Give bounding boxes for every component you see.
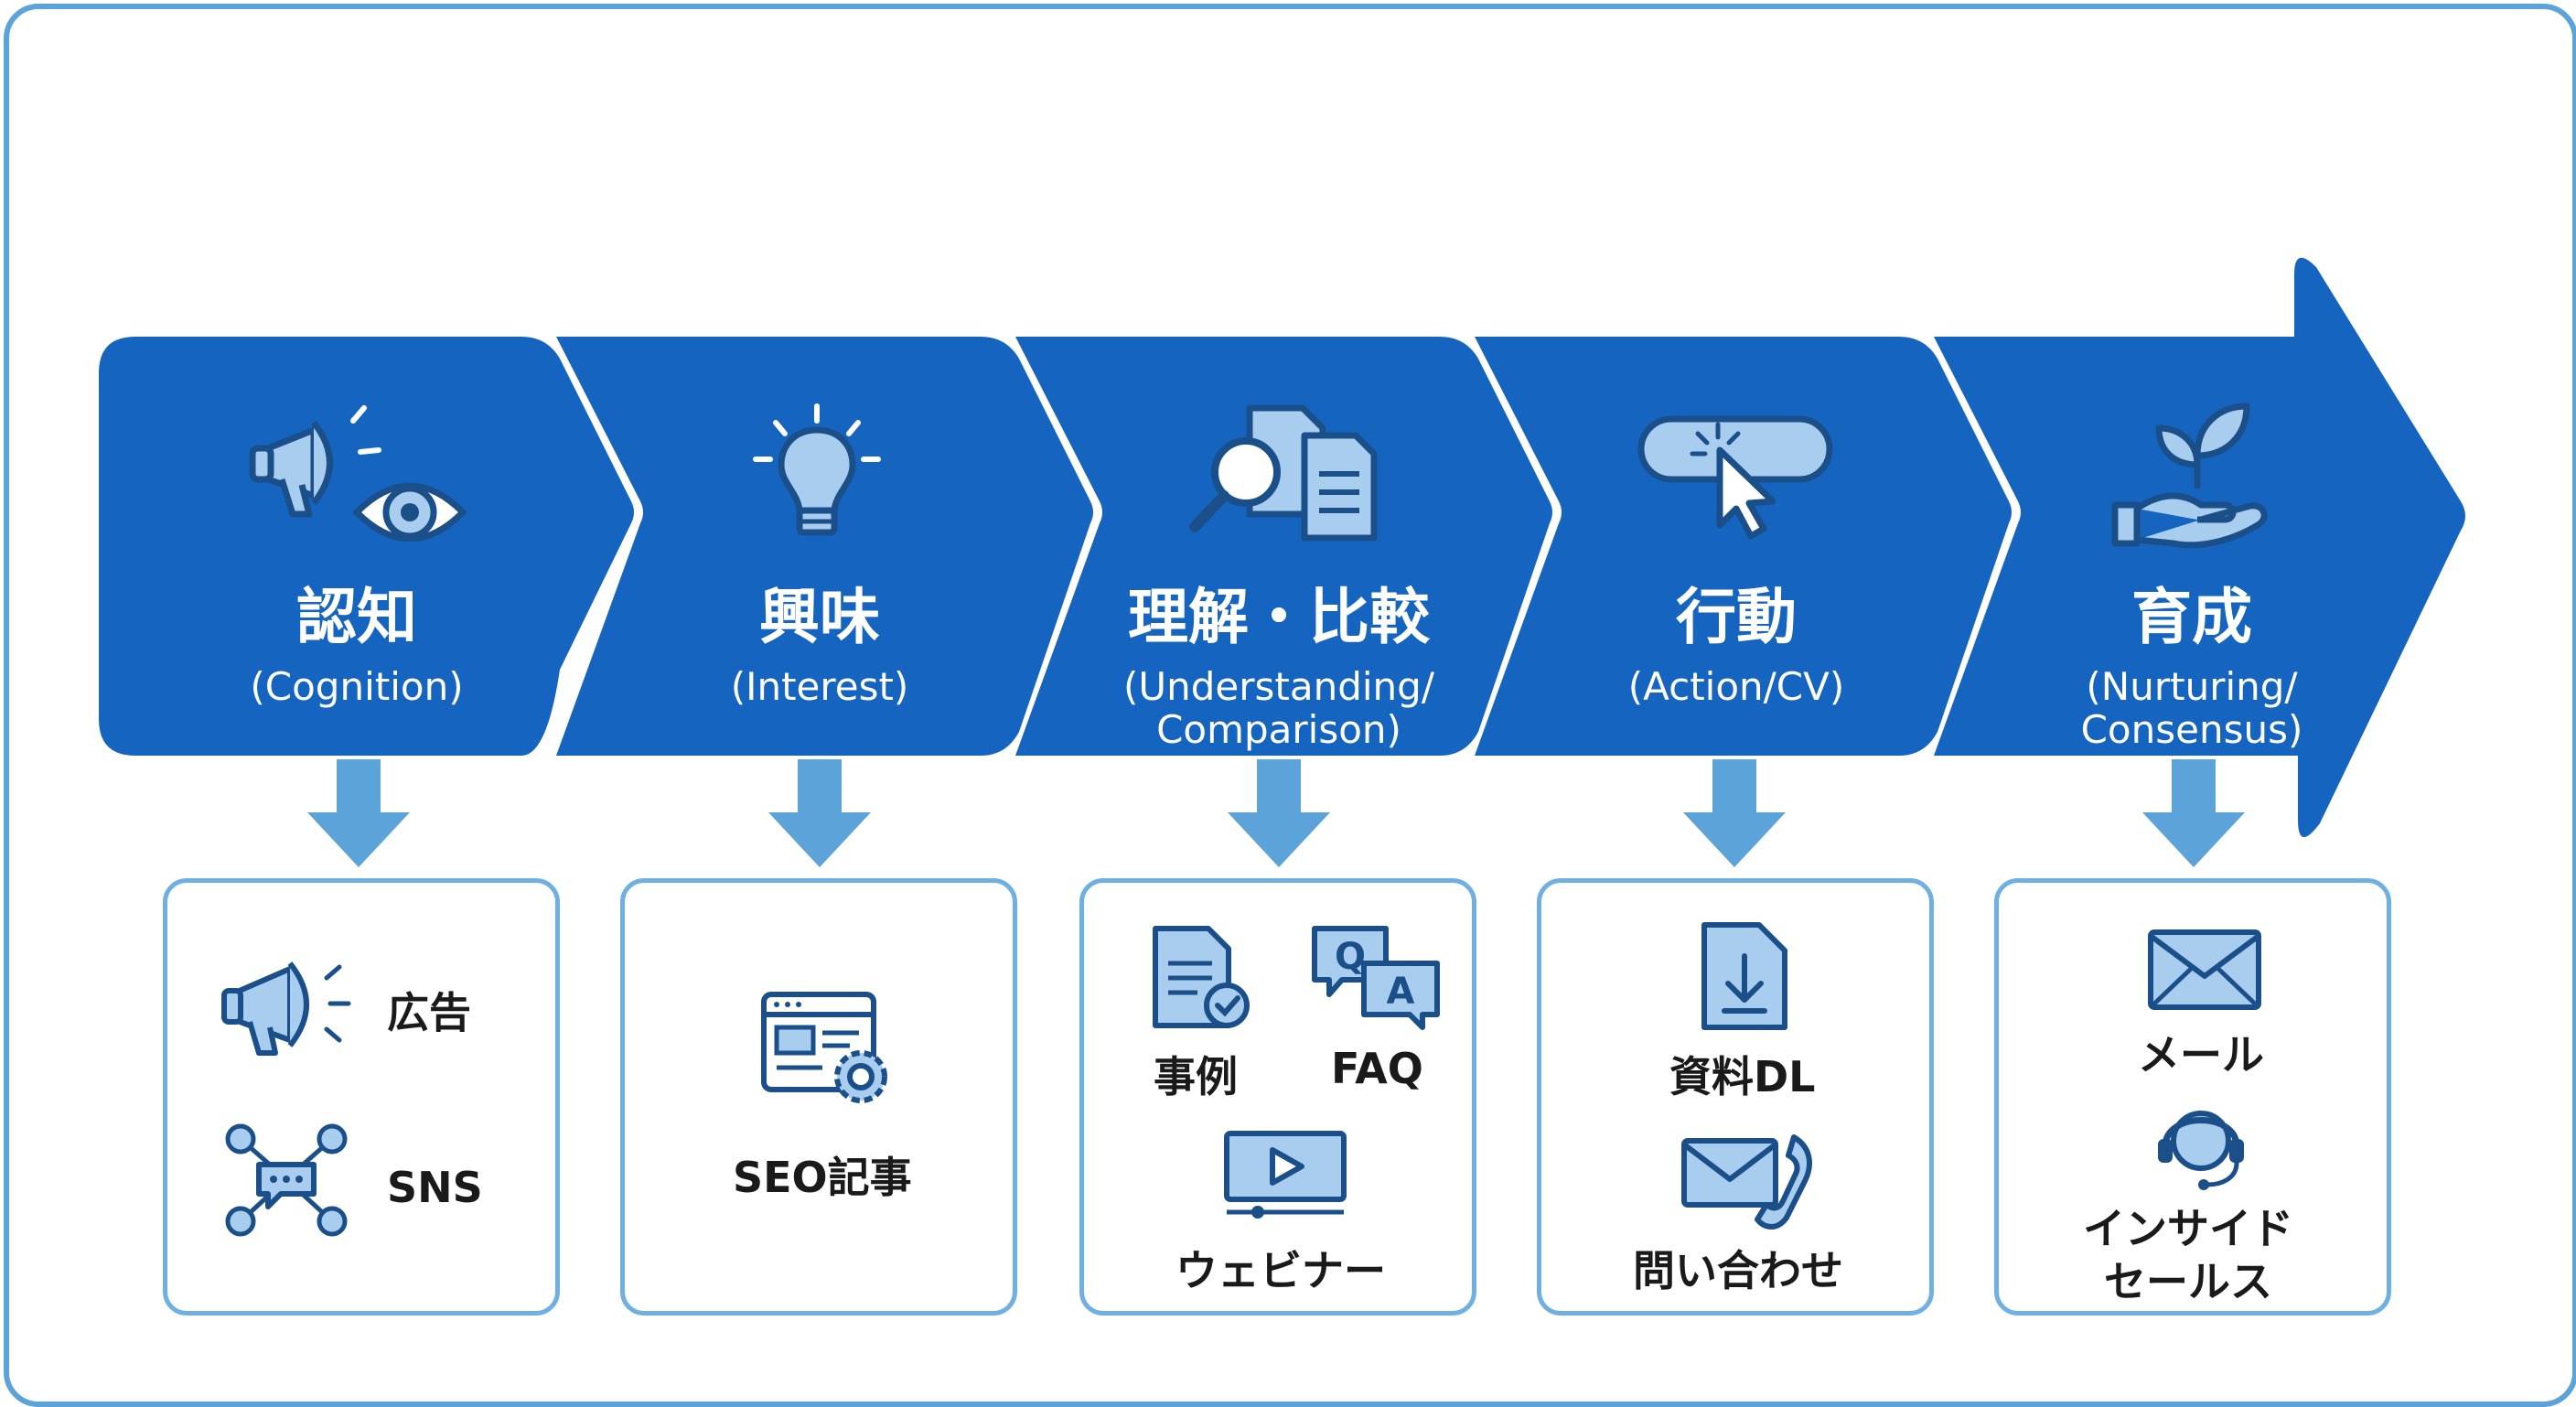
stage-title: 興味 [759,582,880,652]
stage-arrow-2 [556,337,1093,756]
stage-arrow-3 [1015,337,1552,756]
stage-subtitle: (Interest) [730,664,909,710]
svg-text:A: A [1387,971,1415,1013]
stage-title: 行動 [1676,582,1797,652]
stage-1: 認知 (Cognition) [174,582,540,710]
qa-bubbles-icon: Q A [1312,926,1440,1030]
down-arrow [768,759,871,867]
channel-label: 広告 [387,988,471,1037]
channel-label: インサイド セールス [2083,1204,2293,1306]
channel-label: SEO記事 [733,1153,912,1202]
envelope-icon [2148,929,2261,1010]
down-arrow [2142,759,2245,867]
stage-5: 育成 (Nurturing/ Consensus) [2009,582,2375,753]
channel-label: 問い合わせ [1633,1246,1843,1295]
hand-plant-icon [2111,403,2268,549]
headset-person-icon [2158,1111,2244,1190]
channel-box-2: SEO記事 [620,878,1017,1316]
stage-subtitle: (Nurturing/ Consensus) [2080,664,2303,753]
stage-arrow-4 [1475,337,2012,756]
stage-arrow-1 [99,337,634,756]
magnifier-documents-icon [1189,404,1378,542]
web-page-gear-icon [761,992,887,1103]
network-icon [225,1123,348,1237]
megaphone-icon [221,961,351,1056]
download-document-icon [1701,922,1787,1030]
stage-title: 理解・比較 [1128,582,1430,652]
channel-box-5: メール インサイド セールス [1994,878,2391,1316]
video-player-icon [1224,1131,1347,1219]
channel-label: ウェビナー [1175,1246,1386,1295]
click-button-icon [1637,415,1833,540]
channel-box-4: 資料DL 問い合わせ [1537,878,1934,1316]
down-arrow [1228,759,1330,867]
channel-label: メール [2138,1030,2264,1079]
channel-label: FAQ [1331,1044,1423,1093]
stage-subtitle: (Understanding/ Comparison) [1123,664,1434,753]
lightbulb-icon [753,403,881,536]
channel-label: SNS [387,1163,483,1212]
stage-subtitle: (Cognition) [250,664,464,710]
channel-label: 資料DL [1669,1052,1816,1101]
stage-subtitle: (Action/CV) [1627,664,1845,710]
stage-2: 興味 (Interest) [637,582,1003,710]
stage-title: 育成 [2131,582,2252,652]
svg-text:Q: Q [1335,936,1366,978]
document-check-icon [1153,926,1250,1028]
channel-box-1: 広告 SNS [163,878,560,1316]
channel-box-3: 事例 Q A FAQ ウェビナー [1079,878,1476,1316]
down-arrow [1683,759,1786,867]
megaphone-eye-icon [249,405,467,542]
channel-label: 事例 [1154,1052,1238,1101]
down-arrow [307,759,410,867]
stage-3: 理解・比較 (Understanding/ Comparison) [1096,582,1462,753]
stage-4: 行動 (Action/CV) [1553,582,1919,710]
stage-title: 認知 [296,582,417,652]
mail-phone-icon [1681,1134,1812,1230]
